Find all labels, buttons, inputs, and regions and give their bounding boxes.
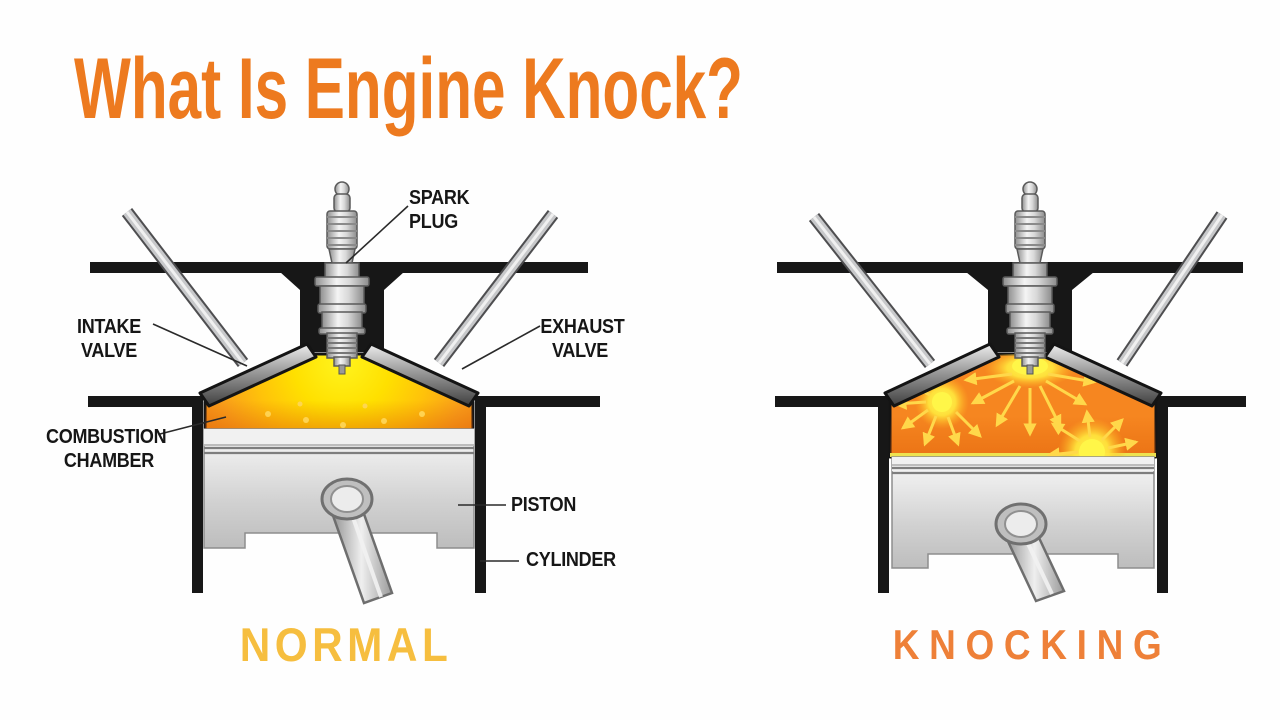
exhaust-valve-seat-normal <box>360 342 480 408</box>
intake-valve-stem-normal <box>121 208 249 367</box>
intake-valve-seat-normal <box>198 342 318 408</box>
cylinder-wall-left-knocking <box>878 396 889 593</box>
cylinder-wall-right-normal <box>475 396 486 593</box>
piston-label: PISTON <box>511 494 577 516</box>
combustion-chamber-pointer-line <box>159 416 227 435</box>
exhaust-valve-pointer-line <box>461 325 541 370</box>
cylinder-wall-left-normal <box>192 396 203 593</box>
spark-plug-pointer-line <box>345 205 409 264</box>
caption-knocking: KNOCKING <box>892 621 1172 668</box>
intake-valve-stem-knocking <box>808 212 936 369</box>
intake-valve-label: INTAKE VALVE <box>76 316 142 363</box>
wrist-pin-knocking <box>994 502 1048 546</box>
page-title: What Is Engine Knock? <box>74 41 743 137</box>
cylinder-wall-right-knocking <box>1157 396 1168 593</box>
wrist-pin-normal <box>320 477 374 521</box>
cylinder-label: CYLINDER <box>526 549 616 571</box>
piston-normal <box>203 428 475 605</box>
caption-normal: NORMAL <box>239 618 453 671</box>
spark-plug-label: SPARK PLUG <box>409 187 470 234</box>
callout-pointer-lines <box>152 205 541 562</box>
flame-sparkles <box>265 401 425 428</box>
engine-knocking-illustration <box>775 181 1246 603</box>
combustion-chamber-label: COMBUSTION CHAMBER <box>46 426 167 473</box>
intake-valve-pointer-line <box>152 323 248 367</box>
exhaust-valve-stem-knocking <box>1116 211 1228 367</box>
engine-normal-illustration <box>88 181 600 605</box>
combustion-chamber-knocking <box>888 352 1158 459</box>
exhaust-valve-label: EXHAUST VALVE <box>540 316 625 363</box>
piston-knocking <box>891 456 1155 603</box>
exhaust-valve-stem-normal <box>433 210 559 367</box>
intake-valve-seat-knocking <box>883 342 1001 408</box>
